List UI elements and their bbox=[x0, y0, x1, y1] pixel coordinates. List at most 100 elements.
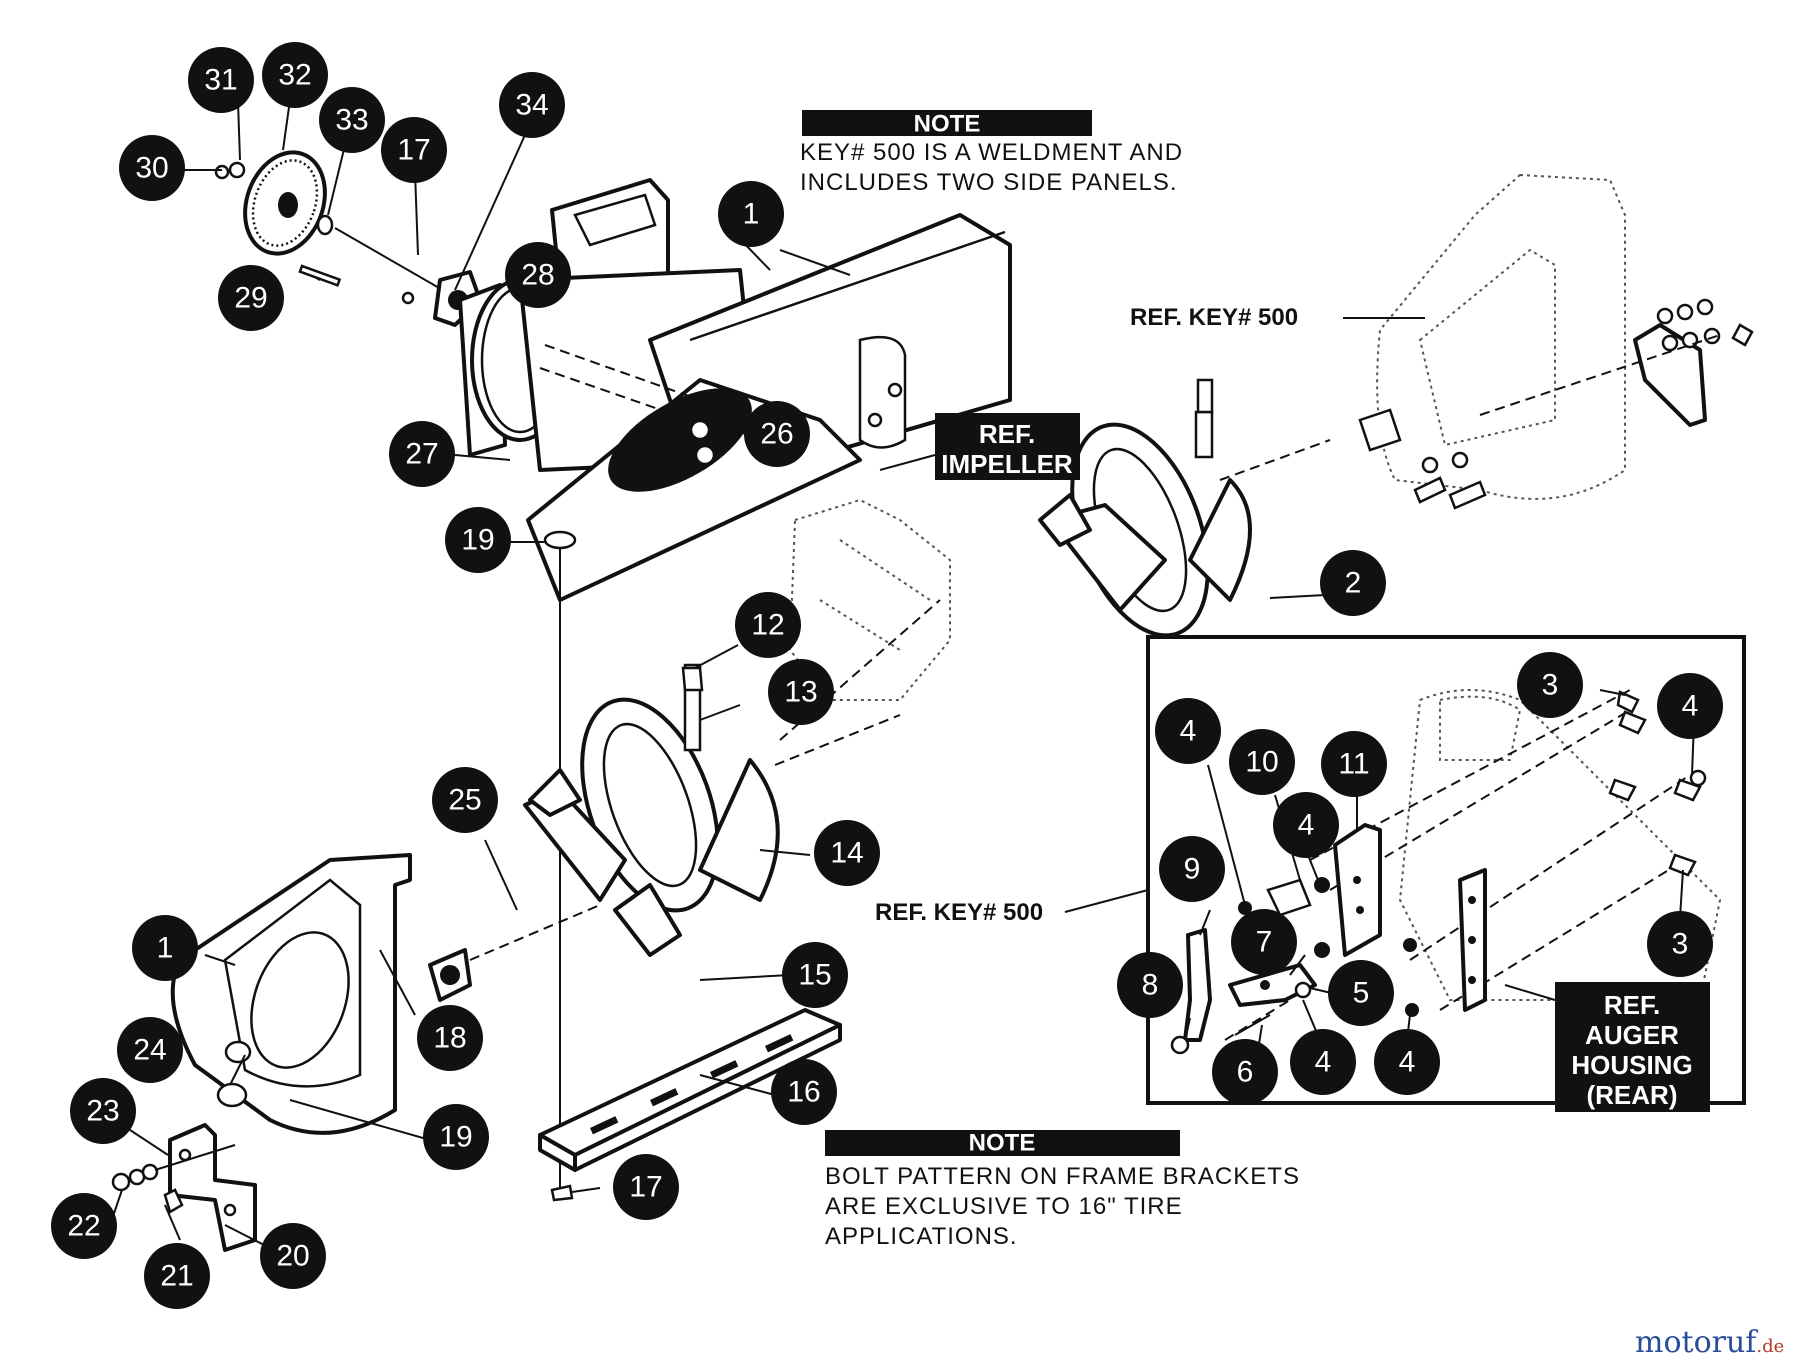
note-bottom-line-3: APPLICATIONS. bbox=[825, 1223, 1018, 1250]
callouts: 31 32 30 33 17 34 29 28 1 26 27 19 2 12 … bbox=[51, 42, 1723, 1309]
callout-label: 14 bbox=[830, 837, 863, 870]
callout-4e: 4 bbox=[1374, 1029, 1440, 1095]
callout-label: 31 bbox=[204, 64, 237, 97]
ref-impeller-line-2: IMPELLER bbox=[941, 449, 1073, 479]
callout-label: 10 bbox=[1245, 746, 1278, 779]
callout-18: 18 bbox=[417, 1005, 483, 1071]
note-bottom-line-2: ARE EXCLUSIVE TO 16" TIRE bbox=[825, 1193, 1183, 1220]
callout-26: 26 bbox=[744, 401, 810, 467]
impeller-housing bbox=[458, 178, 1012, 1190]
note-bottom: NOTE BOLT PATTERN ON FRAME BRACKETS ARE … bbox=[825, 1130, 1300, 1250]
callout-8: 8 bbox=[1117, 952, 1183, 1018]
left-auger bbox=[523, 663, 901, 957]
callout-23: 23 bbox=[70, 1078, 136, 1144]
callout-28: 28 bbox=[505, 242, 571, 308]
callout-label: 6 bbox=[1237, 1056, 1254, 1089]
callout-2: 2 bbox=[1320, 550, 1386, 616]
callout-label: 30 bbox=[135, 152, 168, 185]
callout-label: 27 bbox=[405, 438, 438, 471]
right-auger bbox=[1038, 378, 1331, 638]
callout-3a: 3 bbox=[1517, 652, 1583, 718]
ref-auger-line-1: REF. bbox=[1604, 990, 1660, 1020]
callout-31: 31 bbox=[188, 47, 254, 113]
callout-14: 14 bbox=[814, 820, 880, 886]
ref-key-inset-label: REF. KEY# 500 bbox=[875, 899, 1043, 926]
callout-12: 12 bbox=[735, 592, 801, 658]
callout-16: 16 bbox=[771, 1059, 837, 1125]
callout-label: 8 bbox=[1142, 969, 1159, 1002]
callout-4d: 4 bbox=[1290, 1029, 1356, 1095]
note-top-bar bbox=[802, 110, 1092, 136]
inset-detail bbox=[1146, 635, 1746, 1105]
callout-29: 29 bbox=[218, 265, 284, 331]
note-top-line-1: KEY# 500 IS A WELDMENT AND bbox=[800, 139, 1183, 166]
callout-19: 19 bbox=[445, 507, 511, 573]
callout-label: 34 bbox=[515, 89, 548, 122]
callout-label: 33 bbox=[335, 104, 368, 137]
callout-label: 4 bbox=[1399, 1046, 1416, 1079]
callout-13: 13 bbox=[768, 659, 834, 725]
scraper-bar bbox=[538, 1008, 842, 1202]
callout-label: 1 bbox=[743, 198, 760, 231]
callout-label: 11 bbox=[1338, 748, 1369, 781]
callout-label: 17 bbox=[629, 1171, 662, 1204]
callout-4a: 4 bbox=[1155, 698, 1221, 764]
callout-label: 17 bbox=[397, 134, 430, 167]
callout-1b: 1 bbox=[132, 915, 198, 981]
note-top-line-2: INCLUDES TWO SIDE PANELS. bbox=[800, 169, 1178, 196]
callout-label: 24 bbox=[133, 1034, 166, 1067]
watermark: motoruf.de bbox=[1635, 1325, 1784, 1360]
callout-21: 21 bbox=[144, 1243, 210, 1309]
callout-9: 9 bbox=[1159, 836, 1225, 902]
callout-label: 28 bbox=[521, 259, 554, 292]
callout-33: 33 bbox=[319, 87, 385, 153]
callout-30: 30 bbox=[119, 135, 185, 201]
side-panel-ghost bbox=[1343, 173, 1754, 510]
callout-22: 22 bbox=[51, 1193, 117, 1259]
callout-label: 1 bbox=[157, 932, 174, 965]
callout-label: 5 bbox=[1353, 977, 1370, 1010]
watermark-main: motoruf bbox=[1635, 1325, 1758, 1360]
callout-label: 20 bbox=[276, 1240, 309, 1273]
ref-key-top-label: REF. KEY# 500 bbox=[1130, 304, 1298, 331]
callout-label: 9 bbox=[1184, 853, 1201, 886]
callout-4c: 4 bbox=[1273, 792, 1339, 858]
callout-label: 19 bbox=[439, 1121, 472, 1154]
callout-label: 15 bbox=[798, 959, 831, 992]
ref-auger-line-2: AUGER bbox=[1585, 1020, 1679, 1050]
callout-17b: 17 bbox=[613, 1154, 679, 1220]
ref-auger-line-3: HOUSING bbox=[1571, 1050, 1692, 1080]
callout-label: 2 bbox=[1345, 567, 1362, 600]
callout-11: 11 bbox=[1321, 731, 1387, 797]
callout-label: 26 bbox=[760, 418, 793, 451]
note-bottom-line-1: BOLT PATTERN ON FRAME BRACKETS bbox=[825, 1163, 1300, 1190]
ref-auger-line-4: (REAR) bbox=[1587, 1080, 1678, 1110]
callout-label: 3 bbox=[1542, 669, 1559, 702]
callout-32: 32 bbox=[262, 42, 328, 108]
callout-25: 25 bbox=[432, 767, 498, 833]
callout-label: 21 bbox=[160, 1260, 193, 1293]
callout-27: 27 bbox=[389, 421, 455, 487]
note-top: NOTE KEY# 500 IS A WELDMENT AND INCLUDES… bbox=[800, 110, 1183, 196]
callout-6: 6 bbox=[1212, 1039, 1278, 1105]
watermark-suffix: .de bbox=[1756, 1336, 1784, 1357]
callout-1: 1 bbox=[718, 181, 784, 247]
callout-4b: 4 bbox=[1657, 673, 1723, 739]
callout-label: 25 bbox=[448, 784, 481, 817]
note-bottom-bar bbox=[825, 1130, 1180, 1156]
callout-label: 32 bbox=[278, 59, 311, 92]
callout-label: 13 bbox=[784, 676, 817, 709]
ref-auger-housing: REF. AUGER HOUSING (REAR) bbox=[1504, 982, 1710, 1112]
callout-label: 23 bbox=[86, 1095, 119, 1128]
callout-20: 20 bbox=[260, 1223, 326, 1289]
callout-3b: 3 bbox=[1647, 911, 1713, 977]
callout-24: 24 bbox=[117, 1017, 183, 1083]
ref-impeller-line-1: REF. bbox=[979, 419, 1035, 449]
callout-5: 5 bbox=[1328, 960, 1394, 1026]
callout-10: 10 bbox=[1229, 729, 1295, 795]
callout-label: 19 bbox=[461, 524, 494, 557]
callout-7: 7 bbox=[1231, 909, 1297, 975]
callout-19b: 19 bbox=[423, 1104, 489, 1170]
callout-34: 34 bbox=[499, 72, 565, 138]
